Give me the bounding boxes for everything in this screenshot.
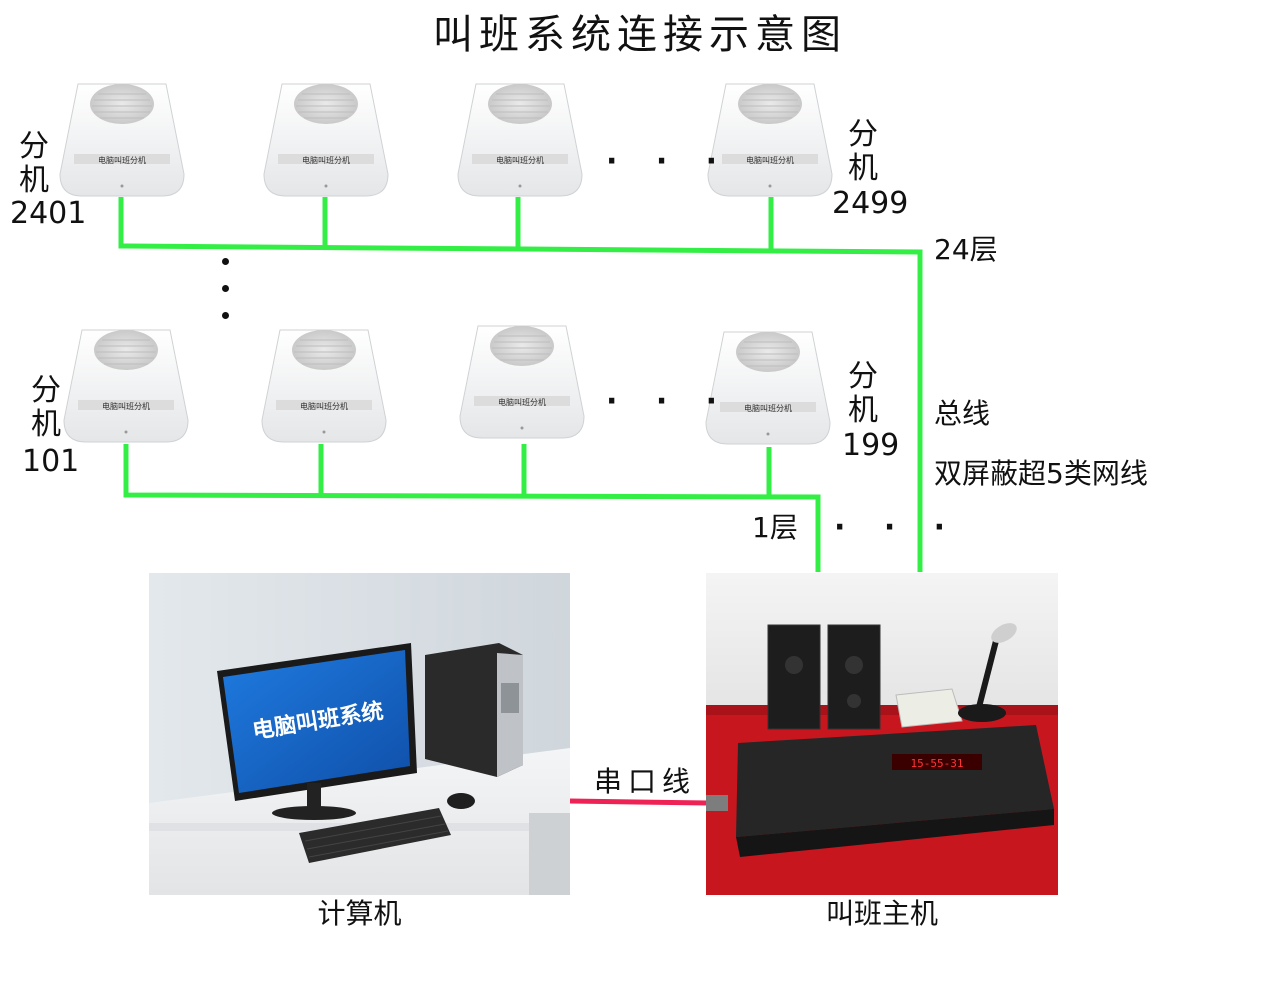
label-char: 分 <box>848 117 878 152</box>
top-floor-bus <box>118 197 923 572</box>
computer-caption: 计算机 <box>317 897 402 930</box>
unit-plate-text: 电脑叫班分机 <box>744 403 792 413</box>
serial-cable-label: 串口线 <box>594 765 697 798</box>
unit-plate-text: 电脑叫班分机 <box>498 397 546 407</box>
top-right-number: 2499 <box>832 186 909 221</box>
extension-unit-101: 电脑叫班分机 <box>62 326 190 444</box>
top-floor-label: 24层 <box>934 233 998 266</box>
computer-photo: 电脑叫班系统 <box>149 573 570 895</box>
label-char: 机 <box>19 163 49 198</box>
unit-plate-text: 电脑叫班分机 <box>98 155 146 165</box>
dot <box>222 312 229 319</box>
bottom-left-number: 101 <box>22 444 80 479</box>
top-right-label: 分 机 <box>843 118 883 186</box>
extension-unit-2401: 电脑叫班分机 <box>58 80 186 198</box>
unit-plate-text: 电脑叫班分机 <box>102 401 150 411</box>
diagram-title: 叫班系统连接示意图 <box>433 12 847 58</box>
extension-unit: 电脑叫班分机 <box>456 80 584 198</box>
bus-label: 总线 <box>934 397 991 430</box>
extension-unit: 电脑叫班分机 <box>262 80 390 198</box>
unit-plate-text: 电脑叫班分机 <box>496 155 544 165</box>
unit-plate-text: 电脑叫班分机 <box>300 401 348 411</box>
bottom-row-ellipsis: · · · <box>606 384 732 419</box>
extension-unit-2499: 电脑叫班分机 <box>706 80 834 198</box>
host-caption: 叫班主机 <box>825 897 938 930</box>
top-left-number: 2401 <box>10 196 87 231</box>
bottom-floor-bus <box>123 444 821 572</box>
serial-cable <box>569 798 709 806</box>
host-display-text: 15-55-31 <box>911 757 964 770</box>
cable-label: 双屏蔽超5类网线 <box>934 457 1148 490</box>
bottom-right-label: 分 机 <box>843 360 883 428</box>
extension-unit: 电脑叫班分机 <box>458 322 586 440</box>
vertical-ellipsis <box>222 258 234 339</box>
top-left-label: 分 机 <box>14 130 54 198</box>
extension-unit: 电脑叫班分机 <box>260 326 388 444</box>
dot <box>222 285 229 292</box>
label-char: 机 <box>848 393 878 428</box>
label-char: 分 <box>19 129 49 164</box>
unit-plate-text: 电脑叫班分机 <box>746 155 794 165</box>
bottom-floor-label: 1层 <box>752 511 798 544</box>
unit-plate-text: 电脑叫班分机 <box>302 155 350 165</box>
extension-unit-199: 电脑叫班分机 <box>704 328 832 446</box>
bottom-left-label: 分 机 <box>26 374 66 442</box>
label-char: 机 <box>848 151 878 186</box>
label-char: 机 <box>31 407 61 442</box>
bottom-right-number: 199 <box>842 428 900 463</box>
bus-ellipsis: · · · <box>834 510 960 545</box>
host-photo: 15-55-31 <box>706 573 1058 895</box>
top-row-ellipsis: · · · <box>606 144 732 179</box>
dot <box>222 258 229 265</box>
label-char: 分 <box>848 359 878 394</box>
label-char: 分 <box>31 373 61 408</box>
